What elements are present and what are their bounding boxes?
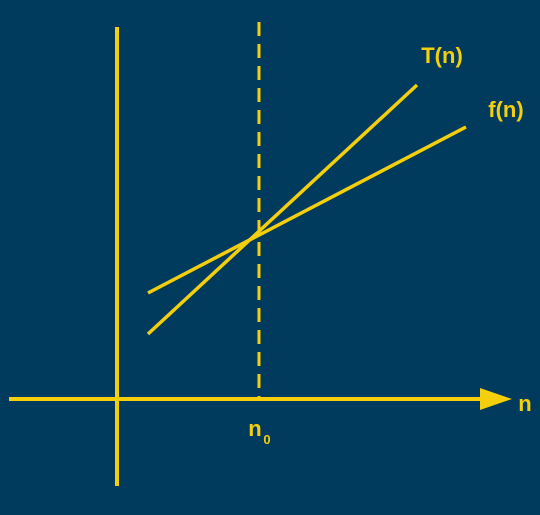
x-axis-label: n (518, 391, 531, 416)
t-of-n-label: T(n) (421, 43, 463, 68)
x-axis-arrowhead (480, 388, 512, 410)
f-of-n-line (147, 125, 467, 295)
n0-label: n (248, 416, 261, 441)
t-of-n-line (146, 83, 419, 336)
n0-subscript: 0 (263, 432, 270, 447)
f-of-n-label: f(n) (488, 97, 523, 122)
